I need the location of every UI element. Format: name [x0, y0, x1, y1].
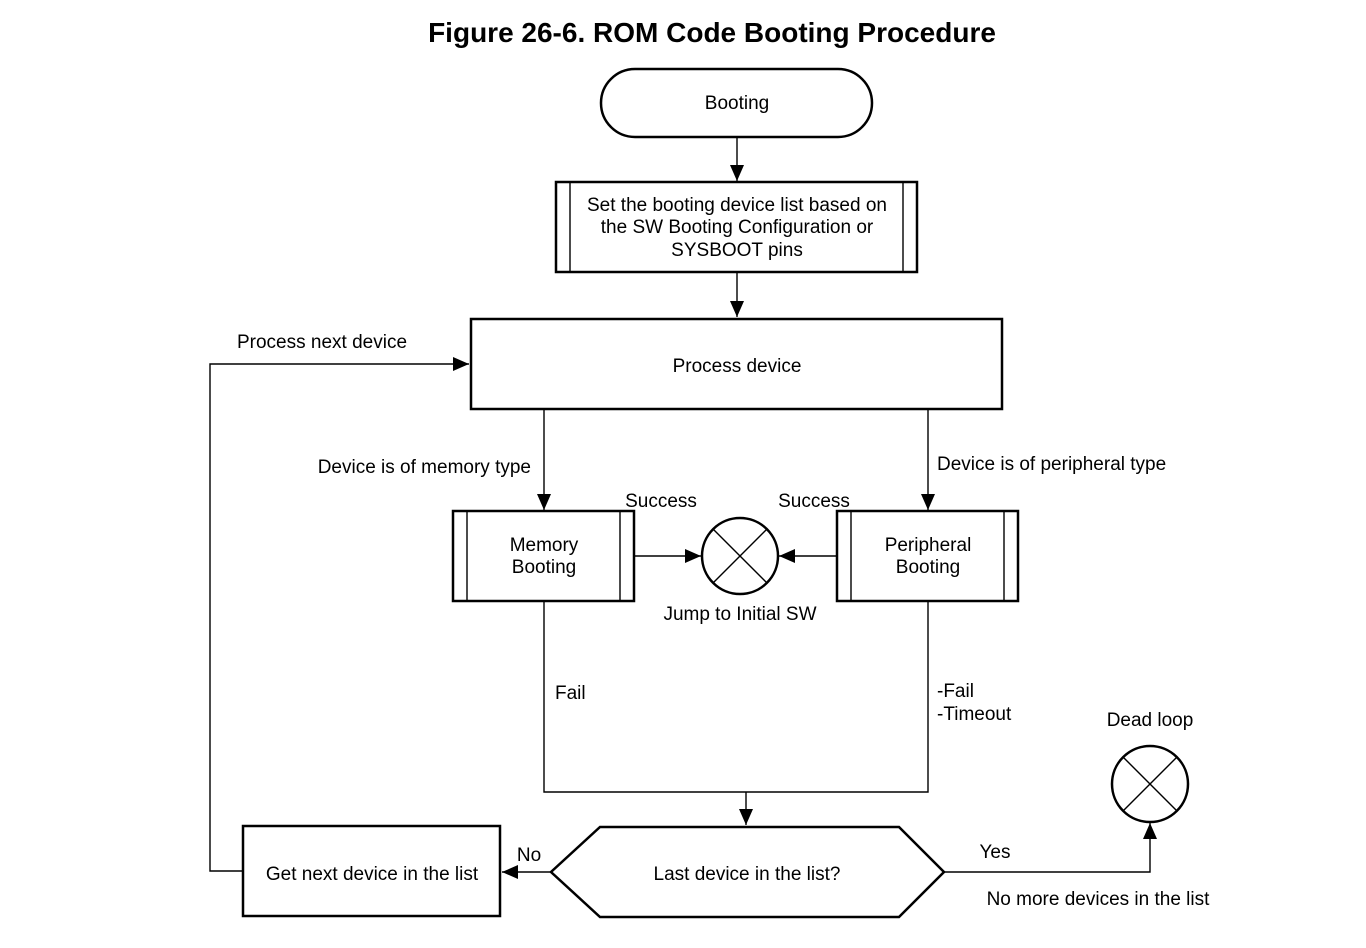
- arrow-yes: [944, 823, 1157, 873]
- start-terminal: Booting: [599, 67, 874, 139]
- peripheral-booting-line-1: Peripheral: [885, 535, 972, 556]
- set-list-line-3: SYSBOOT pins: [671, 240, 803, 261]
- memory-booting-line-1: Memory: [510, 535, 579, 556]
- jump-label: Jump to Initial SW: [663, 604, 816, 625]
- get-next-device-box: Get next device in the list: [241, 824, 502, 918]
- last-device-decision: Last device in the list?: [549, 825, 946, 919]
- get-next-device-label: Get next device in the list: [266, 864, 479, 885]
- no-more-devices-label: No more devices in the list: [987, 889, 1211, 910]
- yes-label: Yes: [980, 842, 1011, 863]
- timeout-label: -Timeout: [937, 704, 1012, 725]
- success-right-label: Success: [778, 491, 850, 512]
- memory-booting-box: Memory Booting: [451, 509, 636, 603]
- peripheral-booting-box: Peripheral Booting: [835, 509, 1020, 603]
- set-list-line-2: the SW Booting Configuration or: [601, 217, 874, 238]
- fail-path-memory: [543, 601, 929, 793]
- fail2-label: -Fail: [937, 681, 974, 702]
- jump-connector: [700, 516, 780, 596]
- memory-type-label: Device is of memory type: [318, 457, 531, 478]
- fail-label: Fail: [555, 683, 586, 704]
- start-label: Booting: [705, 93, 769, 114]
- set-device-list-box: Set the booting device list based on the…: [554, 180, 919, 274]
- peripheral-booting-line-2: Booting: [896, 557, 960, 578]
- process-next-label: Process next device: [237, 332, 407, 353]
- process-device-box: Process device: [469, 317, 1004, 411]
- set-list-line-1: Set the booting device list based on: [587, 195, 887, 216]
- dead-loop-connector: [1110, 744, 1190, 824]
- decision-label: Last device in the list?: [654, 864, 841, 885]
- figure-title: Figure 26-6. ROM Code Booting Procedure: [428, 17, 996, 48]
- dead-loop-label: Dead loop: [1107, 710, 1194, 731]
- no-label: No: [517, 845, 541, 866]
- peripheral-type-label: Device is of peripheral type: [937, 454, 1166, 475]
- loop-back-path: [209, 357, 469, 872]
- success-left-label: Success: [625, 491, 697, 512]
- process-device-label: Process device: [673, 356, 802, 377]
- memory-booting-line-2: Booting: [512, 557, 576, 578]
